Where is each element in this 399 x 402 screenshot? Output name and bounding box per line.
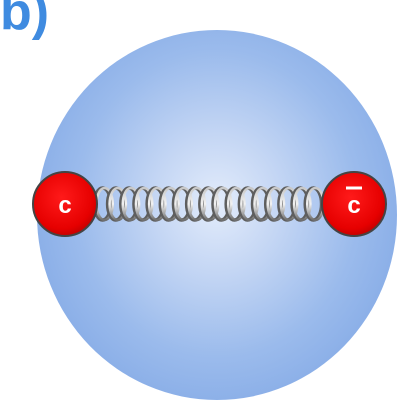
spring-coil [213,186,233,222]
anticharm-quark-ball [321,171,387,237]
spring-coil [292,186,312,222]
spring-coil [121,186,141,222]
spring-coil [134,186,154,222]
spring-coil [108,186,128,222]
charm-quark-ball [32,171,98,237]
charm-quark-label: c [58,192,71,219]
panel-label: b) [0,0,50,41]
spring-coil [174,186,194,222]
anticharm-quark: c [321,171,387,237]
spring-coil [187,186,207,222]
spring-coil [161,186,180,222]
spring-coil [253,186,273,222]
anticharm-quark-label: c [347,192,360,219]
charm-quark: c [32,171,98,237]
spring-coil [279,186,299,222]
spring-coil [266,186,286,222]
spring-coil [240,186,259,222]
spring-coil [147,186,167,222]
spring-coil [226,186,246,222]
spring-coil [200,186,220,222]
spring-icon [92,186,325,222]
